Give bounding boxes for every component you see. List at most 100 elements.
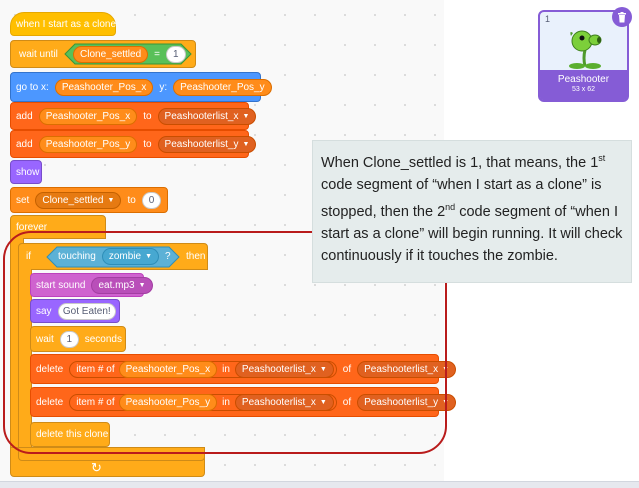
note-sup-1: st <box>598 153 606 163</box>
note-part-3: code segment of “when I start as a clone… <box>321 203 623 264</box>
item-list-label: Peashooterlist_x <box>241 363 316 375</box>
list-y-dropdown[interactable]: Peashooterlist_y▼ <box>157 135 257 153</box>
note-part-1: When Clone_settled is 1, that means, the… <box>321 154 599 171</box>
when-i-start-as-clone-hat[interactable]: when I start as a clone <box>10 12 116 36</box>
x-reporter[interactable]: Peashooter_Pos_x <box>54 78 154 96</box>
equals-operands: Clone_settled = 1 <box>70 45 189 63</box>
sound-dropdown-label: eat.mp3 <box>98 279 135 291</box>
show-block[interactable]: show <box>10 160 42 184</box>
in-label: in <box>222 363 230 375</box>
set-variable-dropdown-label: Clone_settled <box>42 194 104 206</box>
list-x-dropdown[interactable]: Peashooterlist_x▼ <box>157 107 257 125</box>
equals-operator: = <box>154 48 160 60</box>
chevron-down-icon: ▼ <box>319 365 327 373</box>
touching-label: touching <box>58 250 96 262</box>
of-label: of <box>342 396 352 408</box>
delete-y-reporter[interactable]: Peashooter_Pos_y <box>118 393 218 411</box>
item-list-dropdown[interactable]: Peashooterlist_x▼ <box>234 393 334 411</box>
wait-label: wait <box>36 333 54 345</box>
chevron-down-icon: ▼ <box>107 196 115 204</box>
chevron-down-icon: ▼ <box>145 252 152 260</box>
item-number-reporter[interactable]: item # of Peashooter_Pos_x in Peashooter… <box>69 360 337 378</box>
delete-label: delete <box>36 363 64 375</box>
if-bottom-arm <box>18 447 205 461</box>
list-x-dropdown-label: Peashooterlist_x <box>164 110 239 122</box>
delete-this-clone-block[interactable]: delete this clone <box>30 422 110 447</box>
trash-icon-shape <box>618 11 626 22</box>
add-to-list-y-block[interactable]: add Peashooter_Pos_y to Peashooterlist_y… <box>10 130 257 158</box>
say-label: say <box>36 305 52 317</box>
delete-item-y-block[interactable]: delete item # of Peashooter_Pos_y in Pea… <box>30 387 457 417</box>
add-y-reporter[interactable]: Peashooter_Pos_y <box>38 135 138 153</box>
sprite-size: 53 x 62 <box>572 86 595 93</box>
chevron-down-icon: ▼ <box>242 140 250 148</box>
item-number-reporter[interactable]: item # of Peashooter_Pos_y in Peashooter… <box>69 393 337 411</box>
chevron-down-icon: ▼ <box>242 112 250 120</box>
delete-list-dropdown[interactable]: Peashooterlist_y▼ <box>357 393 457 411</box>
say-text-input[interactable]: Got Eaten! <box>57 302 116 320</box>
set-value-input[interactable]: 0 <box>141 191 162 209</box>
sprite-thumbnail[interactable]: 1 Peashooter 53 x 62 <box>538 7 632 102</box>
set-variable-block[interactable]: set Clone_settled▼ to 0 <box>10 187 168 213</box>
note-part-2: code segment of “when I start as a clone… <box>321 176 602 220</box>
then-label: then <box>186 251 206 262</box>
go-to-xy-block[interactable]: go to x: Peashooter_Pos_x y: Peashooter_… <box>10 72 272 102</box>
goto-y-label: y: <box>159 81 168 93</box>
goto-label: go to x: <box>16 81 49 93</box>
trash-icon[interactable] <box>612 7 632 27</box>
delete-list-dropdown[interactable]: Peashooterlist_x▼ <box>357 360 457 378</box>
chevron-down-icon: ▼ <box>442 365 450 373</box>
sprite-name: Peashooter <box>557 74 610 85</box>
hat-label: when I start as a clone <box>16 18 117 30</box>
set-to-label: to <box>127 194 136 206</box>
bottom-scrollbar[interactable] <box>0 481 639 488</box>
item-list-label: Peashooterlist_x <box>241 396 316 408</box>
wait-until-value-input[interactable]: 1 <box>166 45 186 63</box>
seconds-label: seconds <box>84 333 122 345</box>
say-block[interactable]: say Got Eaten! <box>30 299 120 323</box>
forever-block[interactable]: forever <box>10 215 106 239</box>
add-to-label: to <box>143 110 152 122</box>
if-label: if <box>26 251 31 262</box>
add-to-list-x-block[interactable]: add Peashooter_Pos_x to Peashooterlist_x… <box>10 102 257 130</box>
wait-seconds-block[interactable]: wait 1 seconds <box>30 326 126 352</box>
note-text: When Clone_settled is 1, that means, the… <box>313 141 631 273</box>
item-of-label: item # of <box>76 363 115 375</box>
item-of-label: item # of <box>76 396 115 408</box>
chevron-down-icon: ▼ <box>442 398 450 406</box>
chevron-down-icon: ▼ <box>319 398 327 406</box>
start-sound-label: start sound <box>36 279 86 291</box>
add-x-reporter[interactable]: Peashooter_Pos_x <box>38 107 138 125</box>
add-label: add <box>16 138 33 150</box>
of-label: of <box>342 363 352 375</box>
delete-x-reporter[interactable]: Peashooter_Pos_x <box>118 360 218 378</box>
note-sup-2: nd <box>445 201 456 212</box>
start-sound-block[interactable]: start sound eat.mp3▼ <box>30 273 153 297</box>
clone-settled-reporter[interactable]: Clone_settled <box>73 45 149 63</box>
wait-until-label: wait until <box>19 48 58 60</box>
sound-dropdown[interactable]: eat.mp3▼ <box>91 276 153 294</box>
list-y-dropdown-label: Peashooterlist_y <box>164 138 239 150</box>
delete-this-clone-label: delete this clone <box>36 429 109 440</box>
peashooter-sprite-image <box>569 30 602 69</box>
touching-target-dropdown[interactable]: zombie▼ <box>101 247 159 265</box>
add-label: add <box>16 110 33 122</box>
wait-seconds-input[interactable]: 1 <box>59 330 79 348</box>
delete-list-label: Peashooterlist_x <box>364 363 439 375</box>
touching-question-mark: ? <box>165 250 171 262</box>
forever-label: forever <box>16 221 48 233</box>
item-list-dropdown[interactable]: Peashooterlist_x▼ <box>234 360 334 378</box>
delete-item-x-block[interactable]: delete item # of Peashooter_Pos_x in Pea… <box>30 354 457 384</box>
touching-operands: touching zombie▼ ? <box>58 247 171 265</box>
set-label: set <box>16 194 30 206</box>
delete-list-label: Peashooterlist_y <box>364 396 439 408</box>
loop-arrow-icon: ↻ <box>91 460 102 475</box>
y-reporter[interactable]: Peashooter_Pos_y <box>173 78 272 96</box>
delete-label: delete <box>36 396 64 408</box>
set-variable-dropdown[interactable]: Clone_settled▼ <box>35 191 122 209</box>
chevron-down-icon: ▼ <box>138 281 146 289</box>
sprite-number: 1 <box>545 14 551 24</box>
in-label: in <box>222 396 230 408</box>
sprite-label: Peashooter 53 x 62 <box>540 70 627 100</box>
touching-target-label: zombie <box>108 250 142 262</box>
